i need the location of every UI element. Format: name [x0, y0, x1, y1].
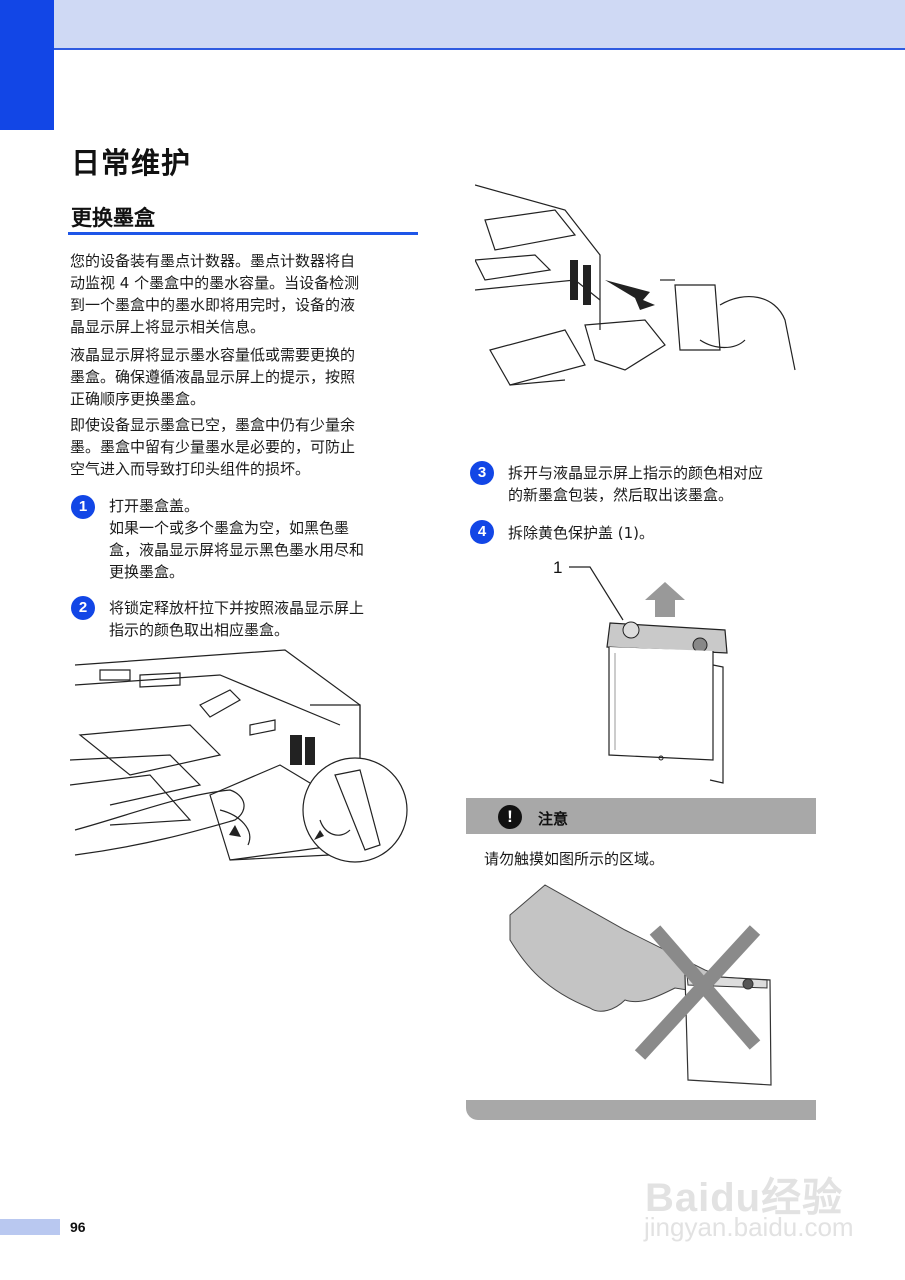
- text-line: 即使设备显示墨盒已空，墨盒中仍有少量余: [70, 416, 356, 434]
- text-line: 拆除黄色保护盖 (1)。: [508, 524, 655, 542]
- page-number: 96: [70, 1219, 86, 1235]
- text-line: 晶显示屏上将显示相关信息。: [70, 318, 266, 336]
- step-2-text: 将锁定释放杆拉下并按照液晶显示屏上 指示的颜色取出相应墨盒。: [109, 597, 364, 641]
- intro-paragraph-3: 即使设备显示墨盒已空，墨盒中仍有少量余 墨。墨盒中留有少量墨水是必要的，可防止 …: [70, 414, 415, 480]
- chapter-tab: [0, 0, 54, 130]
- lcd-message-text: 黑色墨水用尽: [259, 541, 350, 559]
- step-2-number: 2: [71, 596, 95, 620]
- caution-text: 请勿触摸如图所示的区域。: [484, 850, 665, 868]
- step-3-text: 拆开与液晶显示屏上指示的颜色相对应 的新墨盒包装，然后取出该墨盒。: [508, 462, 763, 506]
- exclamation-icon: !: [498, 805, 522, 829]
- cartridge-cap-illustration: 1: [553, 558, 728, 784]
- text-line: 到一个墨盒中的墨水即将用完时，设备的液: [70, 296, 356, 314]
- step-4-text: 拆除黄色保护盖 (1)。: [508, 522, 654, 544]
- step-1-number: 1: [71, 495, 95, 519]
- caution-label: 注意: [538, 810, 569, 828]
- callout-leader: [569, 566, 624, 621]
- cartridge-insert-illustration: [475, 184, 796, 386]
- printer-lever-illustration: [70, 649, 408, 863]
- text-line: 墨盒。确保遵循液晶显示屏上的提示，按照: [70, 368, 356, 386]
- step-1-text: 打开墨盒盖。 如果一个或多个墨盒为空，如黑色墨 盒，液晶显示屏将显示黑色墨水用尽…: [109, 495, 364, 583]
- text-line: 空气进入而导致打印头组件的损坏。: [70, 460, 311, 478]
- text-line: 盒，液晶显示屏将显示黑色墨水用尽和: [109, 539, 364, 561]
- text-line: 液晶显示屏将显示墨水容量低或需要更换的: [70, 346, 356, 364]
- up-arrow-icon: [645, 582, 685, 617]
- text-line: 打开墨盒盖。: [109, 497, 200, 515]
- text-line: 正确顺序更换墨盒。: [70, 390, 206, 408]
- text-line: 的新墨盒包装，然后取出该墨盒。: [508, 486, 734, 504]
- lcd-message-text: 更换墨盒: [109, 563, 170, 581]
- section-title: 更换墨盒: [71, 206, 155, 230]
- chapter-title: 日常维护: [71, 146, 192, 180]
- text-fragment: 。: [169, 563, 185, 581]
- section-divider: [68, 232, 418, 235]
- callout-label: 1: [553, 558, 562, 577]
- intro-paragraph-2: 液晶显示屏将显示墨水容量低或需要更换的 墨盒。确保遵循液晶显示屏上的提示，按照 …: [70, 344, 415, 410]
- intro-paragraph-1: 您的设备装有墨点计数器。墨点计数器将自 动监视 4 个墨盒中的墨水容量。当设备检…: [70, 250, 415, 338]
- caution-footer-bar: [466, 1100, 816, 1120]
- header-band: [0, 0, 905, 50]
- text-line: 您的设备装有墨点计数器。墨点计数器将自: [70, 252, 356, 270]
- text-line: 动监视 4 个墨盒中的墨水容量。当设备检测: [70, 274, 360, 292]
- text-line: 将锁定释放杆拉下并按照液晶显示屏上: [109, 599, 365, 617]
- caution-header-bar: [466, 798, 816, 834]
- step-4-number: 4: [470, 520, 494, 544]
- step-3-number: 3: [470, 461, 494, 485]
- text-line: 墨。墨盒中留有少量墨水是必要的，可防止: [70, 438, 356, 456]
- footer-tab: [0, 1219, 60, 1235]
- watermark-logo: Baidu经验: [645, 1176, 844, 1220]
- text-line: 拆开与液晶显示屏上指示的颜色相对应: [508, 464, 764, 482]
- text-fragment: 和: [349, 541, 365, 559]
- text-line: 更换墨盒。: [109, 561, 364, 583]
- text-line: 指示的颜色取出相应墨盒。: [109, 621, 290, 639]
- do-not-touch-illustration: [509, 884, 772, 1086]
- text-line: 如果一个或多个墨盒为空，如黑色墨: [109, 519, 350, 537]
- text-fragment: 盒，液晶显示屏将显示: [109, 541, 260, 559]
- watermark-url: jingyan.baidu.com: [644, 1212, 854, 1242]
